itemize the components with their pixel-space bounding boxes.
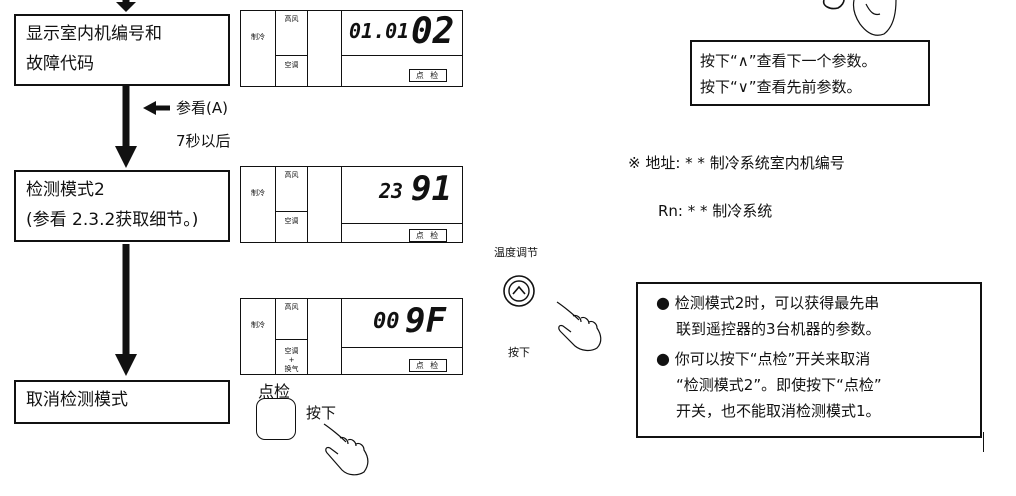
info-item-2: ● 你可以按下“点检”开关来取消 “检测模式2”。即使按下“点检” 开关，也不能… [656,346,980,424]
info-item-1-text-1: 检测模式2时，可以获得最先串 [674,294,880,312]
panel-2-check-label: 点 检 [409,229,447,242]
check-button-press-label: 按下 [306,404,337,422]
step-2-line-2: (参看 2.3.2获取细节。) [26,210,199,230]
nav-hint-previous: 按下“∨”查看先前参数。 [700,78,862,96]
nav-hint-next: 按下“∧”查看下一个参数。 [700,52,877,70]
panel-3-lcd-big: 9F [405,301,446,341]
info-item-1-line-2: 联到遥控器的3台机器的参数。 [676,320,881,338]
panel-2-mode-cool: 制冷 [251,189,265,197]
info-box-edge-mark [983,432,984,452]
panel-1-check-label: 点 检 [409,69,447,82]
arrow-note-ref-a: 参看(A) [176,99,228,117]
hand-press-icon-temp [556,301,602,352]
remote-panel-1: 制冷 高风 空调 01.01 02 点 检 [240,10,463,87]
temp-button-press-label: 按下 [508,346,530,359]
info-item-2-line-3: 开关，也不能取消检测模式1。 [676,402,881,420]
step-cancel-check-mode: 取消检测模式 [14,380,230,424]
panel-1-lcd-address: 01.01 [349,19,410,43]
info-item-2-line-2: “检测模式2”。即使按下“点检” [676,376,882,394]
panel-3-check-label: 点 检 [409,359,447,372]
step-check-mode-2: 检测模式2 (参看 2.3.2获取细节。) [14,170,230,242]
info-item-1: ● 检测模式2时，可以获得最先串 联到遥控器的3台机器的参数。 [656,290,980,342]
check-mode-info-box: ● 检测模式2时，可以获得最先串 联到遥控器的3台机器的参数。 ● 你可以按下“… [636,282,982,438]
panel-3-ac: 空调 [284,347,299,355]
info-item-2-text-1: 你可以按下“点检”开关来取消 [674,350,871,368]
panel-1-ac: 空调 [284,61,299,69]
hand-press-icon-top [822,0,897,36]
step-display-unit-code: 显示室内机编号和 故障代码 [14,14,230,86]
panel-1-lcd-code: 02 [411,11,455,52]
panel-2-ac: 空调 [284,217,299,225]
temp-button-title: 温度调节 [494,246,538,259]
hand-press-icon [323,423,369,476]
temp-up-button[interactable] [502,274,536,308]
panel-2-fan-high: 高风 [284,171,299,179]
panel-2-lcd-small: 23 [379,179,404,203]
panel-3-plus: + [288,356,295,364]
panel-3-lcd-small: 00 [373,309,400,334]
step-2-line-1: 检测模式2 [26,180,105,200]
check-button[interactable] [256,398,296,440]
check-button-title: 点检 [258,382,291,401]
remote-panel-3: 制冷 高风 空调 + 换气 00 9F 点 检 [240,298,463,375]
step-3-line-1: 取消检测模式 [26,390,128,410]
panel-3-fan-high: 高风 [284,303,299,311]
panel-3-mode-cool: 制冷 [251,321,265,329]
address-note-line-1: ※ 地址: * * 制冷系统室内机编号 [628,154,845,172]
panel-1-fan-high: 高风 [284,15,299,23]
navigation-hint-box: 按下“∧”查看下一个参数。 按下“∨”查看先前参数。 [690,40,930,106]
remote-panel-2: 制冷 高风 空调 23 91 点 检 [240,166,463,243]
info-item-2-line-1: ● 你可以按下“点检”开关来取消 [656,349,871,368]
step-1-line-1: 显示室内机编号和 [26,24,162,44]
address-note-line-2: Rn: * * 制冷系统 [658,202,773,220]
step-1-line-2: 故障代码 [26,54,94,74]
panel-1-mode-cool: 制冷 [251,33,265,41]
arrow-note-7-seconds: 7秒以后 [176,132,231,150]
panel-2-lcd-big: 91 [411,169,452,209]
panel-3-ventilation: 换气 [284,365,299,373]
info-item-1-line-1: ● 检测模式2时，可以获得最先串 [656,293,880,312]
